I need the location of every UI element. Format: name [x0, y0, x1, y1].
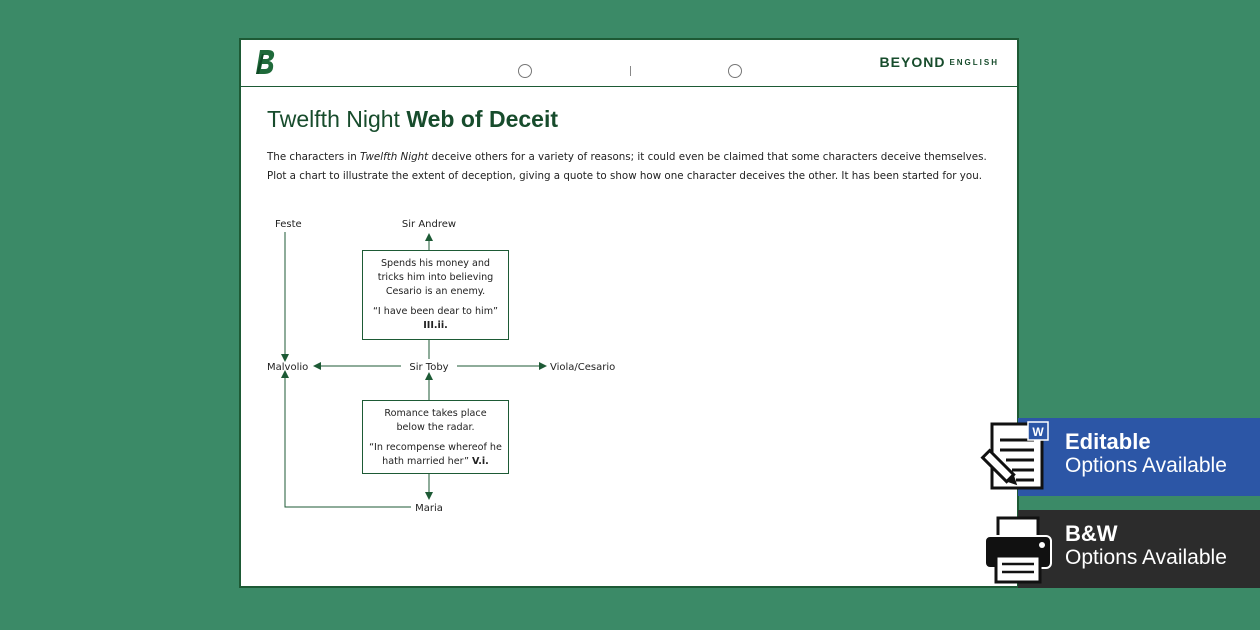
bw-subtitle: Options Available — [1065, 546, 1227, 569]
beyond-logo-icon — [256, 50, 275, 74]
bw-title: B&W — [1065, 521, 1118, 546]
character-web-diagram: Feste Sir Andrew Malvolio Sir Toby Viola… — [267, 219, 615, 514]
page-title: Twelfth Night Web of Deceit — [267, 106, 558, 132]
node-sir-toby: Sir Toby — [409, 362, 448, 373]
punch-hole-left — [518, 64, 532, 78]
node-feste: Feste — [275, 219, 302, 230]
node-maria: Maria — [415, 503, 443, 514]
word-document-pencil-icon: W — [980, 421, 1049, 490]
bw-options-badge[interactable]: B&W Options Available — [984, 510, 1260, 588]
deception-box-toby-andrew: Spends his money and tricks him into bel… — [362, 250, 509, 340]
arrow-maria-to-malvolio — [281, 370, 411, 508]
intro-text: The characters in Twelfth Night deceive … — [267, 151, 987, 182]
svg-text:W: W — [1032, 425, 1044, 439]
editable-options-badge[interactable]: W Editable Options Available — [980, 418, 1260, 496]
editable-subtitle: Options Available — [1065, 454, 1227, 477]
printer-icon — [984, 516, 1052, 584]
fold-mark — [630, 66, 631, 76]
editable-title: Editable — [1065, 429, 1151, 454]
node-sir-andrew: Sir Andrew — [402, 219, 456, 230]
node-viola: Viola/Cesario — [550, 362, 615, 373]
deception-box-toby-maria: Romance takes place below the radar. “In… — [362, 400, 509, 474]
punch-hole-right — [728, 64, 742, 78]
node-malvolio: Malvolio — [267, 362, 308, 373]
